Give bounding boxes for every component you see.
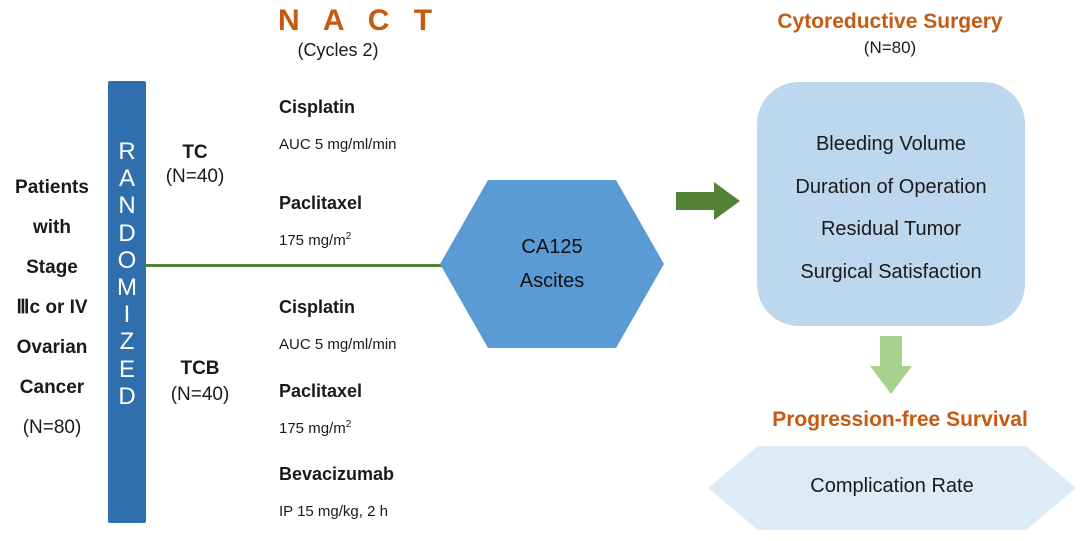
randomized-letter: O xyxy=(117,246,137,274)
randomized-letter: Z xyxy=(119,328,135,356)
tc-arm-label: TC xyxy=(182,142,208,163)
drug-dose-exponent: 2 xyxy=(345,231,352,242)
outcome-item: Residual Tumor xyxy=(820,218,962,240)
patients-line: Ovarian xyxy=(16,337,88,358)
drug-dose-text: 175 mg/m xyxy=(279,420,346,437)
drug-name: Paclitaxel xyxy=(279,381,363,401)
complication-shape xyxy=(708,446,1076,530)
drug-dose: 175 mg/m2 xyxy=(279,419,351,437)
tcb-arm-label: TCB xyxy=(180,358,220,379)
markers-hexagon xyxy=(440,180,664,348)
randomized-letter: R xyxy=(118,138,136,165)
drug-dose: AUC 5 mg/ml/min xyxy=(279,336,397,353)
surgery-count: (N=80) xyxy=(863,38,917,57)
randomized-letter: I xyxy=(123,301,131,329)
hexagon-shape xyxy=(440,180,664,348)
drug-name: Bevacizumab xyxy=(279,464,395,484)
nact-title: N A C T xyxy=(278,4,441,37)
marker-line: CA125 xyxy=(521,236,583,258)
randomized-letter: E xyxy=(118,355,135,383)
patients-count: (N=80) xyxy=(22,417,82,438)
drug-dose-text: 175 mg/m xyxy=(279,232,346,249)
drug-dose: IP 15 mg/kg, 2 h xyxy=(279,503,388,520)
tcb-arm-count: (N=40) xyxy=(170,384,230,405)
complication-label: Complication Rate xyxy=(810,475,974,497)
outcome-item: Bleeding Volume xyxy=(815,133,967,155)
arrow-right-icon xyxy=(676,182,740,220)
patients-line: Patients xyxy=(15,177,89,198)
drug-dose: AUC 5 mg/ml/min xyxy=(279,136,397,153)
patients-line: Stage xyxy=(26,257,78,278)
randomized-bar: R A N D O M I Z E D xyxy=(108,81,146,523)
patients-description: Patients with Stage Ⅲc or IV Ovarian Can… xyxy=(0,168,104,448)
drug-name: Paclitaxel xyxy=(279,193,363,213)
pfs-title: Progression-free Survival xyxy=(772,408,1028,431)
randomized-label: R A N D O M I Z E D xyxy=(108,138,146,410)
randomized-letter: D xyxy=(118,219,136,247)
markers-text: CA125 Ascites xyxy=(440,230,664,298)
outcome-item: Surgical Satisfaction xyxy=(800,261,982,283)
patients-line: Cancer xyxy=(19,377,85,398)
nact-subtitle: (Cycles 2) xyxy=(297,40,379,60)
drug-dose-exponent: 2 xyxy=(345,419,352,430)
arm-connector-line xyxy=(146,264,446,267)
surgery-title: Cytoreductive Surgery xyxy=(777,10,1003,33)
surgery-outcomes-box: Bleeding Volume Duration of Operation Re… xyxy=(757,82,1025,326)
patients-line: with xyxy=(33,217,71,238)
randomized-letter: N xyxy=(118,192,136,220)
randomized-letter: D xyxy=(118,382,136,410)
drug-name: Cisplatin xyxy=(279,297,356,317)
randomized-letter: M xyxy=(117,274,137,302)
randomized-letter: A xyxy=(118,165,135,193)
arrow-down-icon xyxy=(870,336,912,394)
marker-line: Ascites xyxy=(519,270,585,292)
outcome-item: Duration of Operation xyxy=(795,176,987,198)
complication-hexagon xyxy=(708,446,1076,530)
patients-line: Ⅲc or IV xyxy=(16,297,88,318)
drug-dose: 175 mg/m2 xyxy=(279,231,351,249)
drug-name: Cisplatin xyxy=(279,97,356,117)
tc-arm-count: (N=40) xyxy=(165,166,225,187)
